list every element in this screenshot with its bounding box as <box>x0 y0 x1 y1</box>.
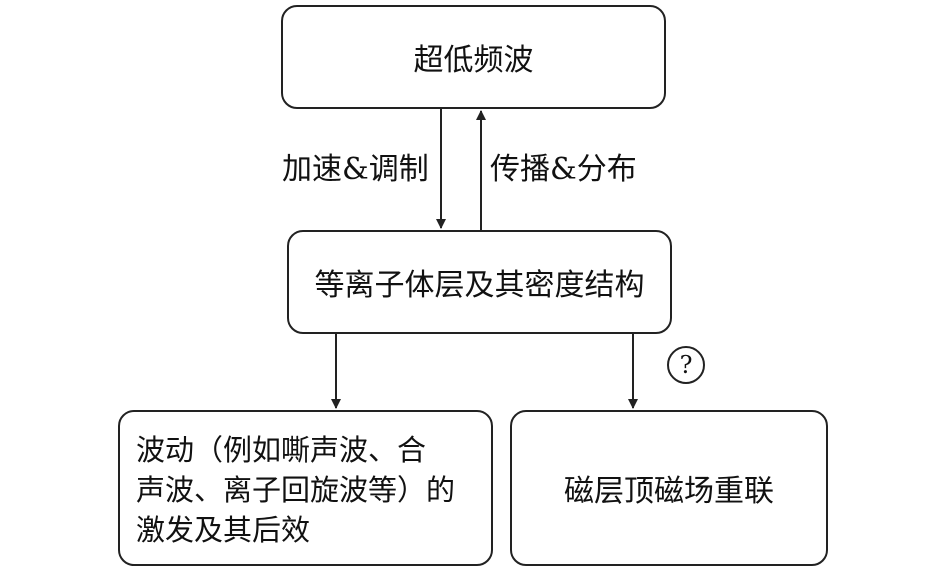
node-plasmasphere-label: 等离子体层及其密度结构 <box>314 268 645 303</box>
node-plasmasphere: 等离子体层及其密度结构 <box>287 230 672 334</box>
node-ulf-waves: 超低频波 <box>281 5 666 109</box>
question-mark-label: ? <box>679 351 693 379</box>
edge-label-propagation-distribution: 传播&分布 <box>490 152 637 187</box>
node-wave-excitation: 波动（例如嘶声波、合 声波、离子回旋波等）的 激发及其后效 <box>118 410 493 566</box>
node-ulf-waves-label: 超低频波 <box>413 43 534 78</box>
node-magnetopause-reconnection: 磁层顶磁场重联 <box>510 410 828 566</box>
node-magnetopause-reconnection-label: 磁层顶磁场重联 <box>564 474 774 509</box>
edge-label-acceleration-modulation: 加速&调制 <box>282 152 429 187</box>
node-wave-excitation-label: 波动（例如嘶声波、合 声波、离子回旋波等）的 激发及其后效 <box>136 433 456 547</box>
question-mark-icon: ? <box>667 346 705 384</box>
